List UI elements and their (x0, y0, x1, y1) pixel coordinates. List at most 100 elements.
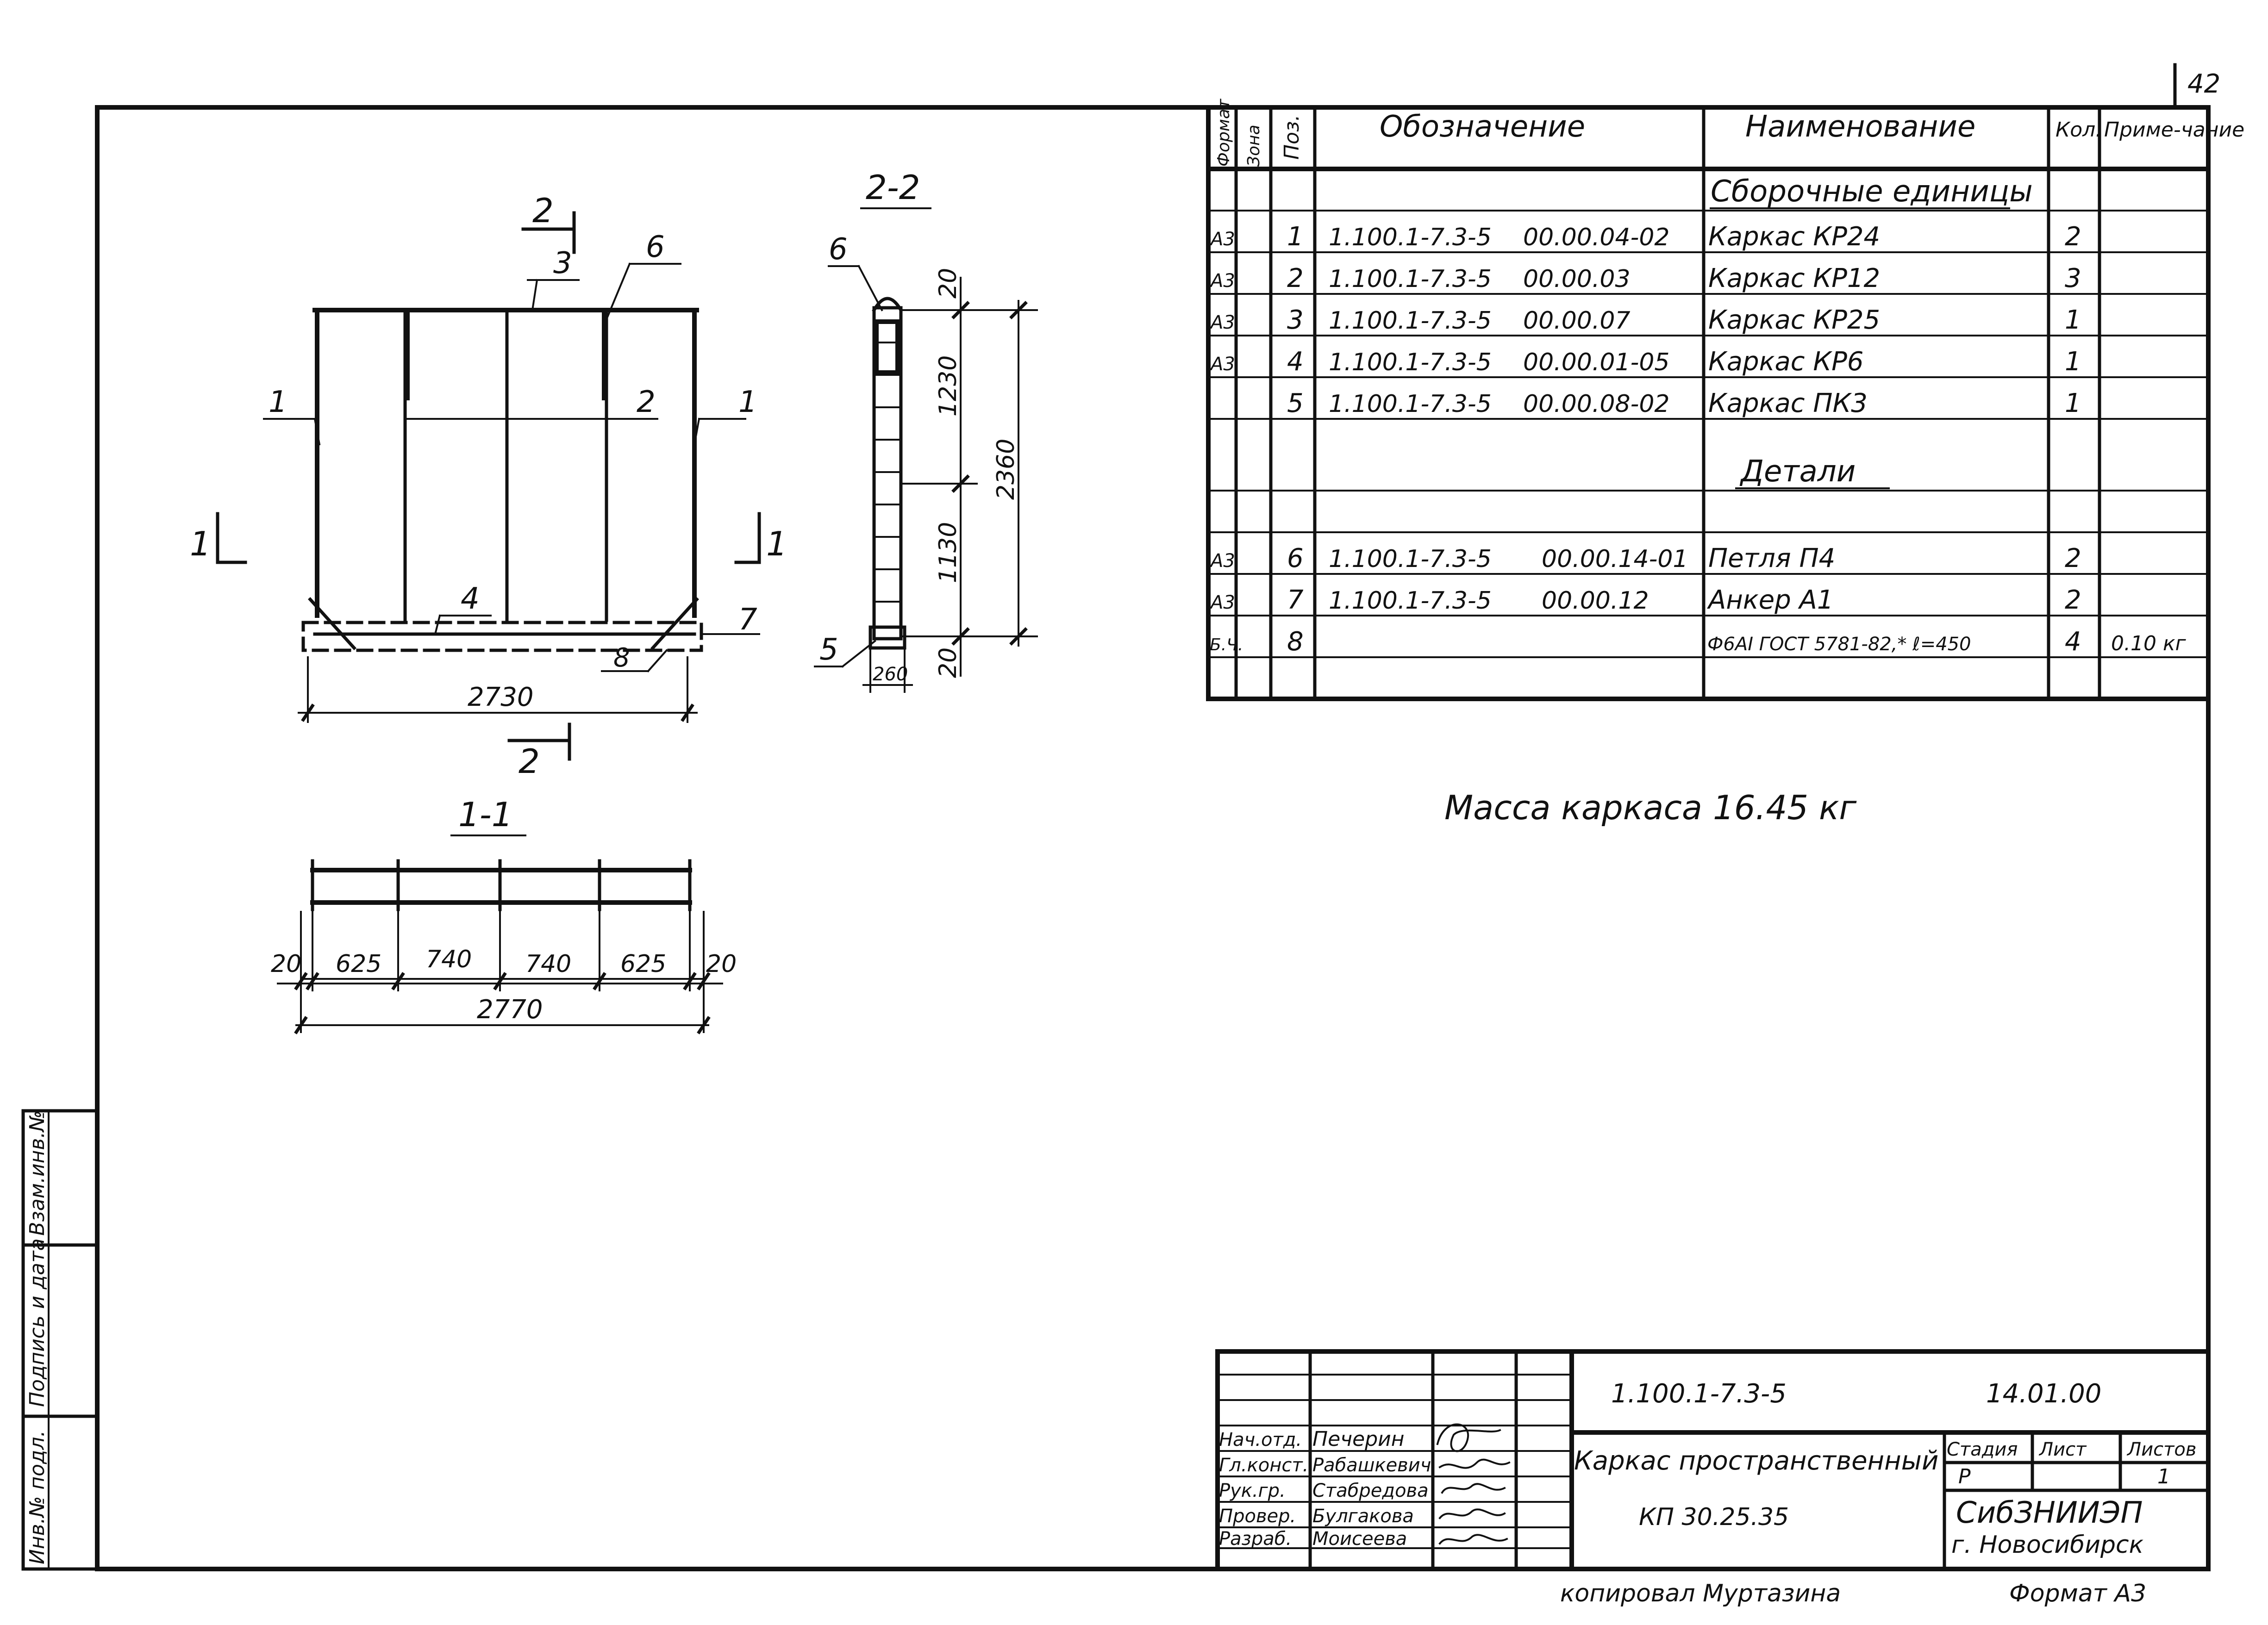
spec-row-8: Б.Ч. 8 Ф6АI ГОСТ 5781-82,* ℓ=450 4 0.10 … (1210, 627, 2187, 657)
section-2-2-title: 2-2 (866, 168, 920, 207)
svg-text:2: 2 (2065, 585, 2081, 615)
spec-group-details: Детали (1739, 455, 1856, 489)
spec-header-zone: Зона (1244, 125, 1263, 167)
elevation-callout-6: 6 (646, 230, 665, 264)
svg-text:2: 2 (2065, 222, 2081, 252)
plan-dim-5: 20 (706, 950, 737, 978)
elevation-callout-1-right: 1 (738, 385, 757, 419)
elevation-cut-1-left: 1 (190, 524, 211, 563)
elevation-cut-2-top: 2 (532, 191, 554, 230)
title-line-1: Каркас пространственный (1574, 1446, 1938, 1476)
plan-dim-3: 740 (525, 950, 571, 978)
elevation-callout-8: 8 (613, 643, 630, 673)
section-2-2-dim-total: 2360 (992, 439, 1020, 500)
svg-text:Каркас ПК3: Каркас ПК3 (1708, 388, 1868, 418)
section-2-2-dim-upper: 1230 (934, 355, 962, 417)
svg-text:1.100.1-7.3-5: 1.100.1-7.3-5 (1329, 307, 1492, 335)
elevation-callout-7: 7 (738, 603, 757, 637)
plan-dim-2: 740 (426, 946, 472, 973)
role-3: Провер. (1219, 1506, 1296, 1527)
svg-text:1: 1 (2065, 388, 2081, 418)
signature-5 (1438, 1534, 1508, 1545)
svg-text:1: 1 (2065, 305, 2081, 335)
section-2-2-callout-5: 5 (819, 633, 838, 667)
plan-dim-0: 20 (271, 950, 301, 978)
role-name-4: Моисеева (1312, 1528, 1407, 1550)
svg-text:7: 7 (1287, 585, 1304, 615)
signature-2 (1438, 1458, 1511, 1469)
mass-note: Масса каркаса 16.45 кг (1444, 788, 1857, 827)
role-name-2: Стабредова (1312, 1480, 1429, 1501)
svg-text:1.100.1-7.3-5: 1.100.1-7.3-5 (1329, 390, 1492, 418)
svg-text:А3: А3 (1209, 592, 1235, 613)
section-2-2-callout-6: 6 (829, 232, 848, 267)
title-sheets-label: Листов (2126, 1439, 2196, 1460)
sheet-frame (95, 105, 2211, 1571)
elevation-cut-1-right: 1 (766, 524, 787, 563)
elevation-dim-width: 2730 (468, 682, 534, 712)
svg-text:00.00.08-02: 00.00.08-02 (1523, 390, 1670, 418)
svg-text:2: 2 (2065, 543, 2081, 573)
svg-text:Ф6АI ГОСТ 5781-82,* ℓ=450: Ф6АI ГОСТ 5781-82,* ℓ=450 (1707, 634, 1971, 655)
section-2-2-dim-lower: 1130 (934, 522, 962, 583)
svg-text:5: 5 (1287, 388, 1304, 418)
svg-text:1.100.1-7.3-5: 1.100.1-7.3-5 (1329, 587, 1492, 615)
svg-text:А3: А3 (1209, 312, 1235, 333)
svg-text:Каркас КР12: Каркас КР12 (1708, 263, 1880, 293)
spec-row-2: А3 2 1.100.1-7.3-5 00.00.03 Каркас КР12 … (1209, 263, 2081, 293)
svg-text:А3: А3 (1209, 270, 1235, 292)
svg-text:Каркас КР25: Каркас КР25 (1708, 305, 1880, 335)
title-code: 1.100.1-7.3-5 (1611, 1379, 1787, 1409)
svg-text:А3: А3 (1209, 550, 1235, 572)
side-stamp-vzam: Взам.инв.№ (25, 1110, 49, 1236)
svg-text:4: 4 (1287, 347, 1304, 377)
title-line-2: КП 30.25.35 (1639, 1503, 1789, 1531)
section-1-1-title: 1-1 (458, 795, 513, 834)
side-stamp-inv: Инв.№ подл. (25, 1430, 49, 1564)
svg-text:Каркас КР24: Каркас КР24 (1708, 222, 1880, 252)
elevation-callout-1-left: 1 (269, 385, 287, 419)
elevation-callout-3: 3 (553, 246, 572, 280)
svg-text:00.00.14-01: 00.00.14-01 (1542, 545, 1688, 573)
specification-table: Формат Зона Поз. Обозначение Наименовани… (1206, 99, 2244, 701)
elevation-callout-4: 4 (461, 582, 480, 616)
role-2: Рук.гр. (1219, 1480, 1286, 1501)
svg-text:6: 6 (1287, 543, 1304, 573)
spec-row-4: А3 4 1.100.1-7.3-5 00.00.01-05 Каркас КР… (1209, 347, 2081, 377)
signature-4 (1438, 1508, 1506, 1519)
title-block: 1.100.1-7.3-5 14.01.00 Каркас пространст… (1215, 1349, 2211, 1571)
spec-header-designation: Обозначение (1380, 110, 1585, 144)
svg-text:3: 3 (1287, 305, 1304, 335)
signature-3 (1441, 1483, 1506, 1494)
spec-header-note: Приме-чание (2104, 118, 2244, 142)
svg-text:00.00.07: 00.00.07 (1523, 307, 1631, 335)
svg-text:00.00.04-02: 00.00.04-02 (1523, 224, 1670, 251)
svg-text:1.100.1-7.3-5: 1.100.1-7.3-5 (1329, 224, 1492, 251)
footer-format: Формат А3 (2009, 1580, 2146, 1607)
footer-copied: копировал Муртазина (1560, 1580, 1841, 1607)
section-2-2-dim-top: 20 (934, 268, 962, 299)
section-2-2-dim-width: 260 (873, 664, 908, 685)
spec-row-3: А3 3 1.100.1-7.3-5 00.00.07 Каркас КР25 … (1209, 305, 2081, 335)
svg-text:Каркас КР6: Каркас КР6 (1708, 347, 1864, 377)
svg-text:Петля П4: Петля П4 (1708, 543, 1835, 573)
spec-header-pos: Поз. (1280, 115, 1304, 160)
title-org-2: г. Новосибирск (1951, 1531, 2144, 1559)
title-org-1: СибЗНИИЭП (1956, 1496, 2143, 1530)
plan-dim-4: 625 (620, 950, 666, 978)
svg-text:00.00.01-05: 00.00.01-05 (1523, 349, 1670, 376)
spec-row-7: А3 7 1.100.1-7.3-5 00.00.12 Анкер А1 2 (1209, 585, 2081, 615)
elevation-callout-2: 2 (637, 385, 656, 419)
role-name-3: Булгакова (1312, 1506, 1414, 1527)
svg-text:2: 2 (1287, 263, 1304, 293)
section-2-2-dim-bottom: 20 (934, 648, 962, 678)
signature-1 (1436, 1423, 1501, 1452)
role-name-0: Печерин (1312, 1427, 1405, 1451)
svg-text:4: 4 (2065, 627, 2081, 657)
title-stage-label: Стадия (1947, 1439, 2018, 1460)
svg-text:8: 8 (1287, 627, 1304, 657)
role-0: Нач.отд. (1219, 1429, 1302, 1451)
svg-text:1: 1 (1287, 222, 1304, 252)
spec-header-format: Формат (1214, 99, 1233, 167)
